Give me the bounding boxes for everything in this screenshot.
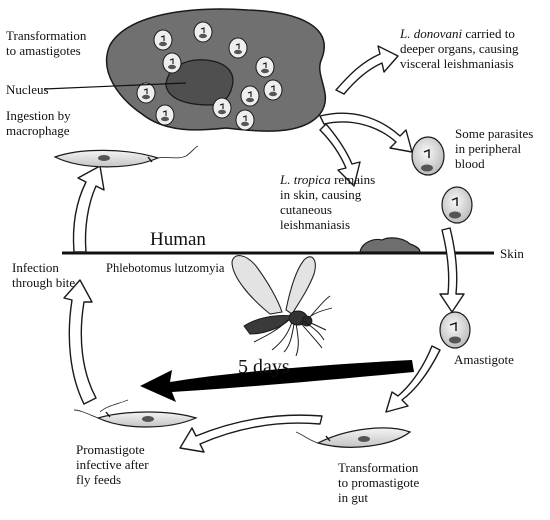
label-amastigote: Amastigote — [454, 352, 514, 367]
amastigote-cell — [439, 311, 471, 349]
label-line: in gut — [338, 490, 368, 505]
promastigote-gut — [295, 427, 412, 448]
label-infection-through-bite: Infection through bite — [12, 260, 75, 290]
label-line: in skin, causing — [280, 187, 362, 202]
label-phlebotomus-lutzomyia: Phlebotomus lutzomyia — [106, 261, 225, 275]
label-nucleus: Nucleus — [6, 82, 49, 97]
species-name: L. tropica — [280, 172, 331, 187]
label-line: carried to — [462, 26, 515, 41]
label-human: Human — [150, 229, 206, 250]
sandfly-illustration — [231, 255, 333, 357]
arrow-bite-to-ingestion — [72, 165, 105, 253]
nucleus-leader-line — [43, 82, 187, 90]
amastigote-in-macrophage — [255, 56, 275, 78]
macrophage — [105, 8, 327, 132]
label-line: infective after — [76, 457, 149, 472]
label-line: to amastigotes — [6, 43, 81, 58]
label-peripheral-blood: Some parasites in peripheral blood — [455, 126, 533, 171]
label-line: blood — [455, 156, 485, 171]
label-tropica: L. tropica remains in skin, causing cuta… — [280, 172, 375, 232]
arrow-macrophage-to-skin — [319, 123, 361, 187]
peripheral-blood-cell-1 — [411, 136, 445, 176]
label-line: macrophage — [6, 123, 70, 138]
arrow-amastigote-to-promastigote — [385, 345, 441, 413]
label-line: Transformation — [6, 28, 87, 43]
amastigote-in-macrophage — [162, 52, 182, 74]
label-line: visceral leishmaniasis — [400, 56, 514, 71]
amastigote-in-macrophage — [235, 109, 255, 131]
label-line: Ingestion by — [6, 108, 71, 123]
label-5-days: 5 days — [238, 356, 290, 378]
five-day-arrow — [140, 360, 414, 402]
label-line: Promastigote — [76, 442, 145, 457]
label-line: through bite — [12, 275, 76, 290]
label-line: Infection — [12, 260, 59, 275]
peripheral-blood-cell-2 — [441, 186, 473, 224]
label-line: to promastigote — [338, 475, 420, 490]
amastigote-in-macrophage — [136, 82, 156, 104]
label-line: remains — [330, 172, 376, 187]
amastigote-in-macrophage — [212, 97, 232, 119]
label-skin: Skin — [500, 246, 524, 261]
label-line: fly feeds — [76, 472, 122, 487]
label-transformation-to-amastigotes: Transformation to amastigotes — [6, 28, 86, 58]
label-line: in peripheral — [455, 141, 522, 156]
amastigote-in-macrophage — [155, 104, 175, 126]
arrow-macrophage-to-deep-organs — [335, 45, 399, 95]
label-donovani: L. donovani carried to deeper organs, ca… — [400, 26, 519, 71]
label-line: Some parasites — [455, 126, 534, 141]
amastigote-in-macrophage — [263, 79, 283, 101]
label-promastigote-infective: Promastigote infective after fly feeds — [76, 442, 149, 487]
amastigote-in-macrophage — [153, 29, 173, 51]
intracellular-amastigotes — [136, 21, 283, 131]
amastigote-in-macrophage — [193, 21, 213, 43]
amastigote-in-macrophage — [240, 85, 260, 107]
label-line: deeper organs, causing — [400, 41, 519, 56]
skin-lesion — [359, 237, 421, 253]
label-line: leishmaniasis — [280, 217, 351, 232]
label-ingestion-by-macrophage: Ingestion by macrophage — [6, 108, 71, 138]
species-name: L. donovani — [400, 26, 463, 41]
label-transformation-to-promastigote: Transformation to promastigote in gut — [338, 460, 419, 505]
label-line: cutaneous — [280, 202, 332, 217]
promastigote-infective — [73, 399, 198, 428]
label-line: Transformation — [338, 460, 419, 475]
macrophage-nucleus — [165, 59, 234, 106]
arrow-gut-to-infective — [179, 414, 323, 453]
amastigote-in-macrophage — [228, 37, 248, 59]
promastigote-ingestion — [53, 145, 199, 168]
arrow-infective-to-bite — [63, 279, 97, 405]
arrow-blood-to-amastigote — [439, 227, 465, 313]
